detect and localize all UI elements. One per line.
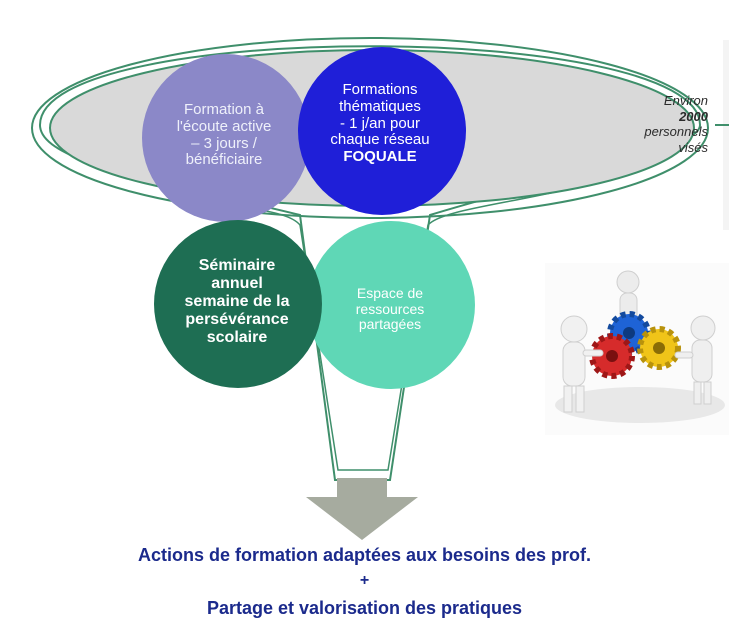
thematiques-title-line-2: thématiques xyxy=(339,97,421,115)
seminaire-label: Séminaire annuel semaine de la persévéra… xyxy=(162,257,312,347)
seminaire-line-2: annuel xyxy=(211,274,263,292)
seminaire-line-1: Séminaire xyxy=(198,257,276,274)
top-band-outer xyxy=(31,37,709,219)
formation-ecoute-line-2: l'écoute active xyxy=(176,117,272,135)
thematiques-detail-line-1: - 1 j/an pour xyxy=(339,114,421,132)
espace-ressources-label: Espace de ressources partagées xyxy=(330,285,450,333)
seminaire-line-4: persévérance xyxy=(185,310,289,328)
circle-espace-ressources xyxy=(307,221,475,389)
thematiques-detail-line-2: chaque réseau xyxy=(330,131,430,149)
formation-ecoute-line-4: bénéficiaire xyxy=(185,151,263,169)
espace-line-3: partagées xyxy=(358,316,422,333)
teamwork-gears-icon xyxy=(545,263,729,435)
side-note-line-4: visés xyxy=(678,139,708,155)
conclusion-line-2: Partage et valorisation des pratiques xyxy=(206,598,523,618)
espace-line-2: ressources xyxy=(355,300,425,317)
side-note-line-2: 2000 xyxy=(679,108,708,124)
conclusion-line-1: Actions de formation adaptées aux besoin… xyxy=(137,545,592,565)
side-note-line-1: Environ xyxy=(663,93,708,108)
formations-thematiques-label: Formations thématiques - 1 j/an pour cha… xyxy=(316,81,444,166)
thematiques-network: FOQUALE xyxy=(343,148,417,166)
formation-ecoute-label: Formation à l'écoute active – 3 jours / … xyxy=(150,101,298,169)
espace-line-1: Espace de xyxy=(356,285,424,301)
circle-formations-thematiques xyxy=(298,47,466,215)
formation-ecoute-line-1: Formation à xyxy=(183,101,265,118)
seminaire-line-5: scolaire xyxy=(206,328,268,346)
circle-seminaire xyxy=(154,220,322,388)
side-note-divider xyxy=(723,40,729,230)
formation-ecoute-line-3: – 3 jours / xyxy=(191,134,257,152)
down-arrow-icon xyxy=(306,478,418,540)
seminaire-line-3: semaine de la xyxy=(184,292,290,310)
side-note: Environ 2000 personnels visés xyxy=(628,93,708,155)
circle-formation-ecoute xyxy=(142,54,310,222)
thematiques-title-line-1: Formations xyxy=(342,81,418,98)
side-note-line-3: personnels xyxy=(644,124,708,140)
conclusion-plus: + xyxy=(359,572,370,589)
